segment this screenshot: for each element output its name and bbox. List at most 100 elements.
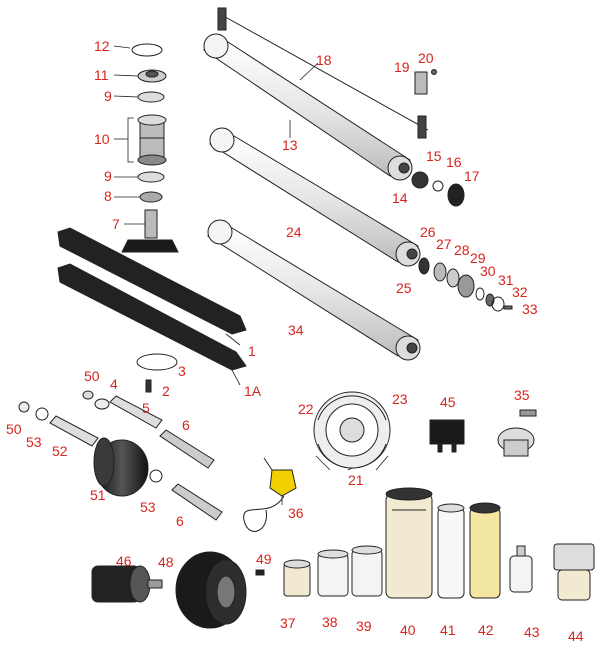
label-32: 32 [512, 284, 528, 300]
part-49-valve [255, 569, 265, 576]
part-37-filter [283, 559, 311, 597]
label-52: 52 [52, 443, 68, 459]
part-2-bolt [145, 379, 152, 393]
label-6-upper: 6 [182, 417, 190, 433]
label-4: 4 [110, 376, 118, 392]
part-21-23-brake-assembly [313, 391, 391, 471]
label-5: 5 [142, 400, 150, 416]
part-9-bearing-upper [137, 91, 165, 103]
label-19: 19 [394, 59, 410, 75]
label-23: 23 [392, 391, 408, 407]
part-3-bearing-ring [136, 353, 178, 371]
label-3: 3 [178, 363, 186, 379]
part-12-cover [131, 43, 163, 57]
part-labels: 12 11 9 10 9 8 7 18 19 20 13 15 16 17 14… [6, 38, 584, 644]
part-50-nut-left [18, 401, 30, 413]
label-20: 20 [418, 50, 434, 66]
label-48: 48 [158, 554, 174, 570]
label-17: 17 [464, 168, 480, 184]
label-35: 35 [514, 387, 530, 403]
label-1: 1 [248, 343, 256, 359]
part-6-bolt-lower [171, 483, 223, 521]
label-50-upper: 50 [84, 368, 100, 384]
part-35-ignition-switch [497, 409, 537, 457]
part-41-air-filter-inner [437, 503, 465, 599]
label-13: 13 [282, 137, 298, 153]
part-53-washer-left [35, 407, 49, 421]
part-40-air-filter [385, 487, 433, 599]
part-6-bolt-upper [159, 429, 215, 469]
label-12: 12 [94, 38, 110, 54]
label-25: 25 [396, 280, 412, 296]
label-49: 49 [256, 551, 272, 567]
part-48-tire [175, 551, 247, 629]
label-10: 10 [94, 131, 110, 147]
label-42: 42 [478, 622, 494, 638]
part-4-washer [94, 398, 110, 410]
part-26-33-bearing-kit [418, 257, 513, 312]
label-37: 37 [280, 615, 296, 631]
label-51: 51 [90, 487, 106, 503]
label-33: 33 [522, 301, 538, 317]
part-5-shaft [109, 395, 163, 429]
label-7: 7 [112, 216, 120, 232]
part-1a-blade [57, 263, 247, 371]
part-39-filter [351, 545, 383, 597]
label-53: 53 [140, 499, 156, 515]
label-29: 29 [470, 250, 486, 266]
label-9-upper: 9 [104, 88, 112, 104]
part-43-fuel-filter [509, 545, 533, 593]
part-50-nut [82, 390, 94, 400]
part-38-filter [317, 549, 349, 597]
label-45: 45 [440, 394, 456, 410]
spindle-assembly [121, 43, 179, 253]
label-34: 34 [288, 322, 304, 338]
label-6-lower: 6 [176, 513, 184, 529]
label-1a: 1A [244, 383, 262, 399]
label-30: 30 [480, 263, 496, 279]
label-8: 8 [104, 188, 112, 204]
label-40: 40 [400, 622, 416, 638]
part-24-roller [208, 127, 421, 267]
label-27: 27 [436, 236, 452, 252]
part-8-washer [139, 191, 163, 203]
part-11-nut [137, 69, 167, 83]
part-13-roller [202, 33, 413, 181]
label-11: 11 [94, 67, 109, 83]
part-15-16-17-bearing-set [411, 171, 465, 207]
label-16: 16 [446, 154, 462, 170]
label-50-left: 50 [6, 421, 22, 437]
part-46-motor [91, 565, 163, 603]
label-36: 36 [288, 505, 304, 521]
part-52-axle [49, 415, 99, 447]
label-38: 38 [322, 614, 338, 630]
part-36-sensor [243, 457, 297, 532]
label-21: 21 [348, 472, 364, 488]
label-31: 31 [498, 272, 514, 288]
part-34-roller [206, 219, 421, 361]
part-1-blade [57, 227, 247, 335]
part-7-spindle-shaft [121, 209, 179, 253]
label-53-left: 53 [26, 434, 42, 450]
label-15: 15 [426, 148, 442, 164]
leader-lines [113, 45, 353, 505]
label-41: 41 [440, 622, 456, 638]
label-43: 43 [524, 624, 540, 640]
label-26: 26 [420, 224, 436, 240]
part-44-fuel-separator [553, 543, 595, 601]
label-46: 46 [116, 553, 132, 569]
label-2: 2 [162, 383, 170, 399]
part-9-bearing-lower [137, 171, 165, 183]
part-45-relay [429, 419, 465, 453]
part-53-washer [149, 469, 163, 483]
label-28: 28 [454, 242, 470, 258]
part-19-20-bracket [414, 69, 437, 95]
part-18-frame-bar [217, 7, 429, 139]
part-10-spindle-housing [127, 114, 167, 166]
part-42-air-filter [469, 502, 501, 599]
label-9-lower: 9 [104, 168, 112, 184]
part-51-roller-wheel [93, 437, 149, 497]
label-24: 24 [286, 224, 302, 240]
label-44: 44 [568, 628, 584, 644]
